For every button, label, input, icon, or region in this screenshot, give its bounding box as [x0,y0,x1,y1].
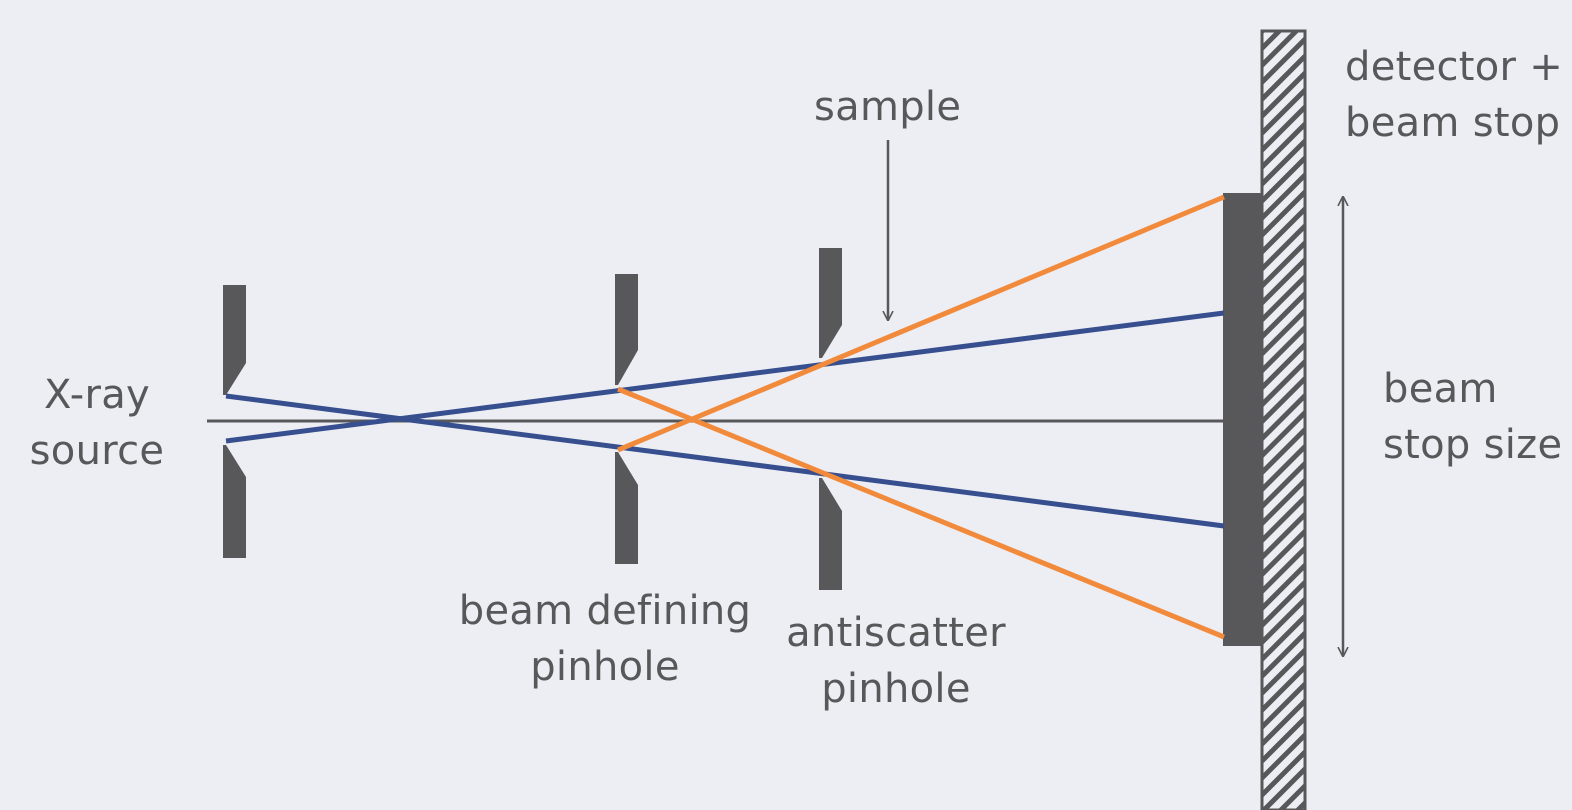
beam-defining-label-line-1: beam defining [458,588,752,634]
orange-ray-2 [617,194,1225,453]
beam-stop-size-label: beam stop size [1383,361,1562,473]
beam-defining-label-line-2: pinhole [530,644,680,690]
source-label-line-1: X-ray [44,372,150,418]
antiscatter-pinhole-upper [819,248,842,358]
antiscatter-label: antiscatter pinhole [782,605,1010,717]
beam-defining-pinhole-lower [615,452,638,564]
blue-ray-2 [225,310,1225,444]
beam-defining-pinhole-upper [615,274,638,385]
antiscatter-label-line-1: antiscatter [786,610,1006,656]
beam-defining-label: beam defining pinhole [446,583,764,695]
antiscatter-label-line-2: pinhole [821,666,971,712]
detector [1260,29,1307,810]
antiscatter-pinhole-lower [819,478,842,590]
source-aperture-lower [223,445,246,558]
detector-label: detector + beam stop [1345,39,1563,151]
sample-label: sample [814,84,962,130]
blue-ray-1 [225,393,1225,529]
orange-ray-1 [617,386,1225,640]
beam-stop-size-label-line-2: stop size [1383,422,1563,468]
beam-stop [1223,193,1262,646]
detector-label-line-1: detector + [1345,44,1564,90]
beam-stop-size-label-line-1: beam [1383,366,1498,412]
detector-label-line-2: beam stop [1345,100,1561,146]
source-label-line-2: source [29,428,165,474]
source-aperture-upper [223,285,246,395]
source-label: X-ray source [22,367,172,479]
